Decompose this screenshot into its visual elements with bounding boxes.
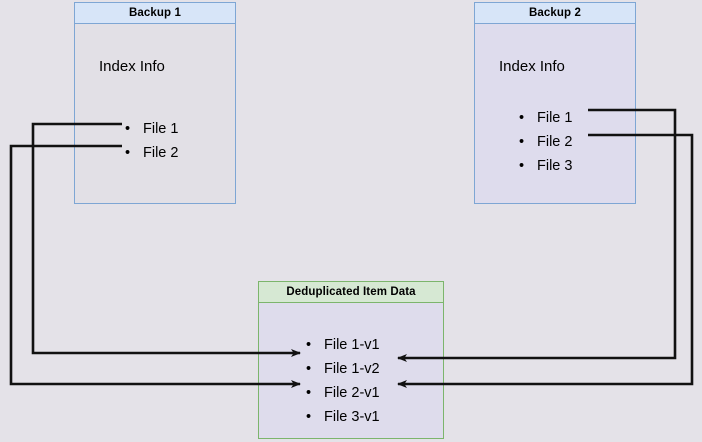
backup2-caption: Index Info [499,58,565,75]
dedup-file-item-4[interactable]: File 3-v1 [306,405,380,429]
dedup-file-item-3[interactable]: File 2-v1 [306,381,380,405]
backup1-header: Backup 1 [74,2,236,24]
backup2-file-item-1[interactable]: File 1 [519,106,572,130]
dedup-file-item-2[interactable]: File 1-v2 [306,357,380,381]
backup1-title: Backup 1 [129,7,181,19]
backup1-file-list: File 1 File 2 [125,117,178,165]
dedup-header: Deduplicated Item Data [258,281,444,303]
backup2-title: Backup 2 [529,7,581,19]
backup1-box[interactable]: Backup 1 Index Info File 1 File 2 [74,2,236,204]
dedup-body: File 1-v1 File 1-v2 File 2-v1 File 3-v1 [258,303,444,439]
backup2-header: Backup 2 [474,2,636,24]
dedup-title: Deduplicated Item Data [286,286,416,298]
dedup-file-list: File 1-v1 File 1-v2 File 2-v1 File 3-v1 [306,333,380,429]
backup2-file-item-2[interactable]: File 2 [519,130,572,154]
dedup-file-item-1[interactable]: File 1-v1 [306,333,380,357]
backup2-box[interactable]: Backup 2 Index Info File 1 File 2 File 3 [474,2,636,204]
backup1-file-item-1[interactable]: File 1 [125,117,178,141]
backup1-body: Index Info File 1 File 2 [74,24,236,204]
dedup-box[interactable]: Deduplicated Item Data File 1-v1 File 1-… [258,281,444,439]
backup1-caption: Index Info [99,58,165,75]
backup1-file-item-2[interactable]: File 2 [125,141,178,165]
backup2-file-list: File 1 File 2 File 3 [519,106,572,178]
backup2-file-item-3[interactable]: File 3 [519,154,572,178]
backup2-body: Index Info File 1 File 2 File 3 [474,24,636,204]
